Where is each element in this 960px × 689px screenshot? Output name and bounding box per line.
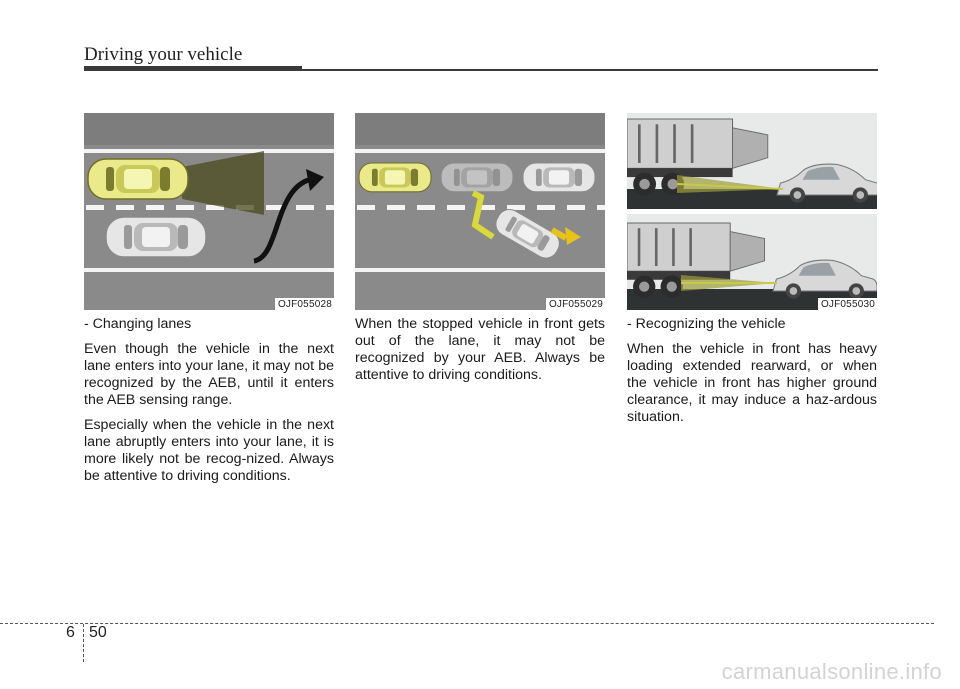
page-number: 50 <box>89 624 107 641</box>
header-rule-thick <box>84 66 302 71</box>
watermark: carmanualsonline.info <box>721 659 942 684</box>
recognizing-vehicle-illustration <box>627 113 877 310</box>
footer-rule <box>0 623 934 624</box>
figure-changing-lanes: OJF055028 <box>84 113 334 310</box>
footer-tick <box>83 624 84 662</box>
figure-recognizing-vehicle: OJF055030 <box>627 113 877 310</box>
paragraph: Even though the vehicle in the next lane… <box>84 341 334 408</box>
header-rule-thin <box>302 69 878 71</box>
stopped-vehicle-illustration <box>355 113 605 310</box>
text-column-3: - Recognizing the vehicle When the vehic… <box>627 316 877 434</box>
paragraph: Especially when the vehicle in the next … <box>84 417 334 484</box>
subheading: - Changing lanes <box>84 316 192 332</box>
figure-code: OJF055029 <box>545 298 605 310</box>
text-column-2: When the stopped vehicle in front gets o… <box>355 316 605 392</box>
changing-lanes-illustration <box>84 113 334 310</box>
figure-stopped-vehicle: OJF055029 <box>355 113 605 310</box>
chapter-number: 6 <box>66 624 75 641</box>
text-column-1: - Changing lanes Even though the vehicle… <box>84 316 334 493</box>
paragraph: When the vehicle in front has heavy load… <box>627 341 877 425</box>
figure-code: OJF055028 <box>274 298 334 310</box>
figure-code: OJF055030 <box>817 298 877 310</box>
subheading: - Recognizing the vehicle <box>627 316 786 332</box>
header-title: Driving your vehicle <box>84 44 243 65</box>
paragraph: When the stopped vehicle in front gets o… <box>355 316 605 383</box>
